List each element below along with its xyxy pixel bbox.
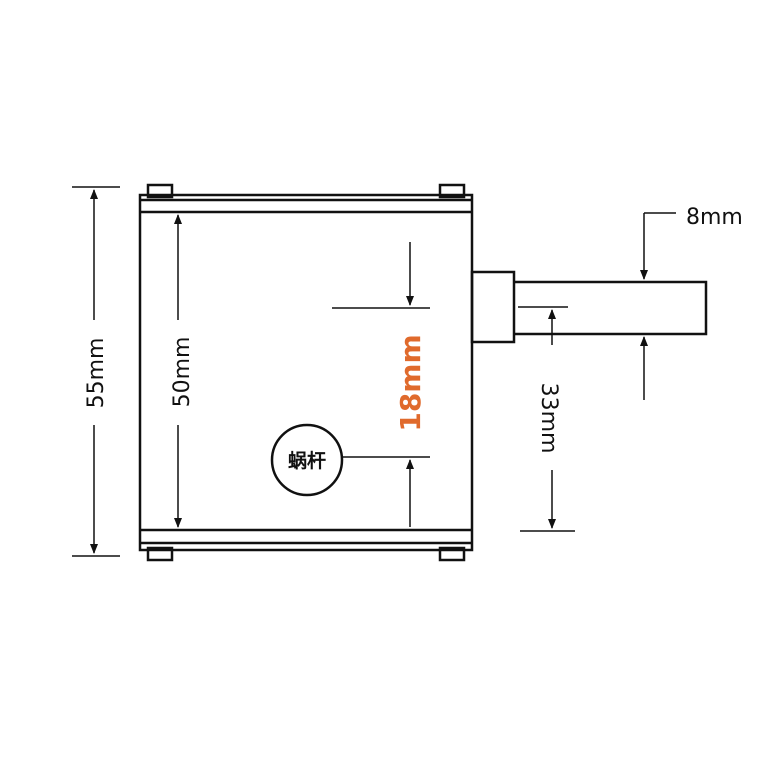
dim-33-label: 33mm bbox=[536, 383, 561, 454]
dim-18-label: 18mm bbox=[394, 334, 427, 431]
dim-total-height bbox=[72, 186, 120, 557]
worm-circle bbox=[270, 423, 344, 497]
dim-shaft-offset bbox=[520, 309, 575, 532]
shaft-collar bbox=[470, 270, 516, 344]
dim-offset bbox=[332, 242, 430, 527]
dim-55-label: 55mm bbox=[84, 338, 109, 409]
dim-50-label: 50mm bbox=[170, 337, 195, 408]
bottom-left-tab bbox=[146, 546, 174, 562]
shaft-body bbox=[514, 280, 708, 336]
body-outline bbox=[138, 193, 474, 552]
top-left-tab bbox=[146, 183, 174, 199]
bottom-right-tab bbox=[438, 546, 466, 562]
dim-shaft-diameter bbox=[640, 212, 676, 400]
dim-8-label: 8mm bbox=[686, 205, 743, 230]
worm-label: 蜗杆 bbox=[288, 449, 326, 472]
worm-marker: 蜗杆 bbox=[270, 423, 344, 497]
output-shaft bbox=[470, 270, 708, 344]
gearbox-body bbox=[138, 183, 474, 562]
top-right-tab bbox=[438, 183, 466, 199]
